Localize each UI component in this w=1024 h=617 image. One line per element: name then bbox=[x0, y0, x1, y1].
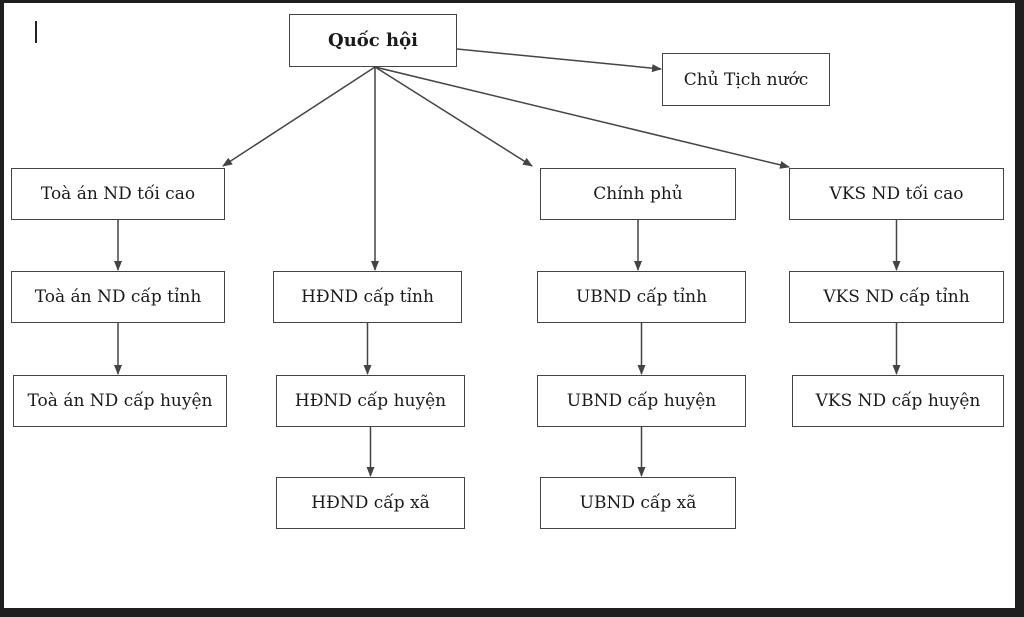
node-hdnd-xa: HĐND cấp xã bbox=[276, 477, 465, 529]
node-vks-tinh: VKS ND cấp tỉnh bbox=[789, 271, 1004, 323]
node-ubnd-tinh: UBND cấp tỉnh bbox=[537, 271, 746, 323]
edge-quoc_hoi-to-vks_toi_cao bbox=[374, 66, 790, 169]
node-vks-huyen: VKS ND cấp huyện bbox=[792, 375, 1004, 427]
node-ubnd-huyen: UBND cấp huyện bbox=[537, 375, 746, 427]
node-vks-toi-cao: VKS ND tối cao bbox=[789, 168, 1004, 220]
node-ubnd-xa: UBND cấp xã bbox=[540, 477, 736, 529]
edge-quoc_hoi-to-toa_an_toi_cao bbox=[222, 66, 376, 167]
node-quoc-hoi: Quốc hội bbox=[289, 14, 457, 67]
node-chinh-phu: Chính phủ bbox=[540, 168, 736, 220]
node-chu-tich-nuoc: Chủ Tịch nước bbox=[662, 53, 830, 106]
diagram-edges bbox=[114, 48, 901, 477]
node-toa-an-tinh: Toà án ND cấp tỉnh bbox=[11, 271, 225, 323]
node-toa-an-huyen: Toà án ND cấp huyện bbox=[13, 375, 227, 427]
node-toa-an-toi-cao: Toà án ND tối cao bbox=[11, 168, 225, 220]
edge-quoc_hoi-to-chinh_phu bbox=[374, 66, 533, 167]
node-hdnd-tinh: HĐND cấp tỉnh bbox=[273, 271, 462, 323]
diagram-canvas: Quốc hội Chủ Tịch nước Toà án ND tối cao… bbox=[4, 3, 1015, 608]
text-cursor bbox=[35, 21, 37, 43]
node-hdnd-huyen: HĐND cấp huyện bbox=[276, 375, 465, 427]
edge-quoc_hoi-to-chu_tich_nuoc bbox=[456, 48, 662, 73]
